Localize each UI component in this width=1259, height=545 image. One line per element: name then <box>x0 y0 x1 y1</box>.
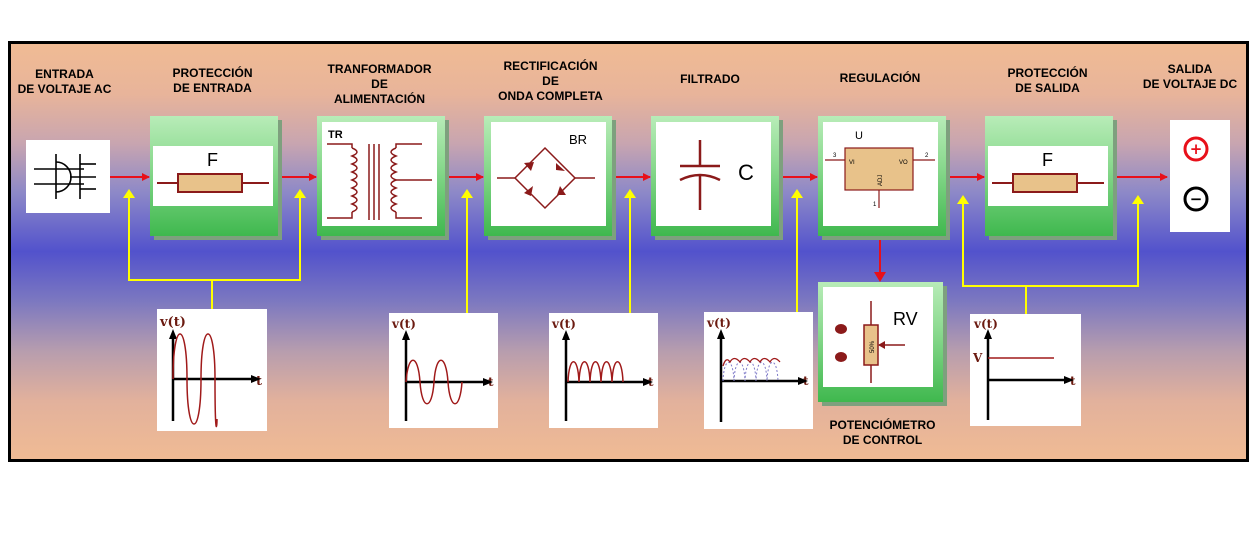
potentiometer-label: RV <box>893 309 918 329</box>
waveform-transformer: v(t) t <box>389 313 498 428</box>
wf-dc-level: V <box>972 351 983 365</box>
wf-filt-ylabel: v(t) <box>706 316 731 330</box>
ac-input-plug <box>26 140 110 213</box>
fuse-out-icon: F <box>992 150 1104 193</box>
waveform-rectified: v(t) t <box>549 313 658 428</box>
filter-block: C <box>651 116 779 236</box>
ac-plug-icon <box>34 154 96 199</box>
fuse-label: F <box>207 150 218 170</box>
potentiometer-block: RV 50% <box>818 282 943 402</box>
input-protection-block: F <box>150 116 278 236</box>
label-output-protection: PROTECCIÓN DE SALIDA <box>1007 66 1088 95</box>
negative-terminal-icon <box>1183 186 1209 212</box>
capacitor-icon: C <box>679 140 754 210</box>
label-input: ENTRADA DE VOLTAJE AC <box>17 67 112 96</box>
transformer-label: TR <box>328 129 343 141</box>
wf-dc-ylabel: v(t) <box>973 317 998 331</box>
fuse-out-label: F <box>1042 150 1053 170</box>
bridge-rectifier-icon: BR <box>497 132 595 210</box>
feedback-output <box>962 202 1139 287</box>
reg-pin-adj: ADJ <box>878 175 884 186</box>
waveform-dc: v(t) t V <box>970 314 1081 426</box>
pot-value: 50% <box>870 340 876 353</box>
label-regulation: REGULACIÓN <box>839 71 921 85</box>
label-output: SALIDA DE VOLTAJE DC <box>1142 62 1238 91</box>
label-transformer: TRANFORMADOR DE ALIMENTACIÓN <box>327 62 432 106</box>
regulator-label: U <box>855 130 863 142</box>
regulation-block: U VI VO 3 2 1 ADJ <box>818 116 946 236</box>
output-protection-block: F <box>985 116 1113 236</box>
transformer-block: TR <box>317 116 445 236</box>
label-potentiometer: POTENCIÓMETRO DE CONTROL <box>829 418 936 447</box>
reg-pin-1: 1 <box>873 202 877 208</box>
rectifier-block: BR <box>484 116 612 236</box>
negative-terminal-label: − <box>1190 190 1203 208</box>
wf-ac-ylabel: v(t) <box>159 315 186 330</box>
bridge-label: BR <box>569 132 587 147</box>
wf-rect-ylabel: v(t) <box>551 317 576 331</box>
label-filter: FILTRADO <box>680 72 740 86</box>
dc-output-terminals: + − <box>1170 120 1230 232</box>
wf-dc-xlabel: t <box>1070 374 1076 388</box>
transformer-icon: TR <box>327 129 432 220</box>
potentiometer-icon: RV 50% <box>835 301 918 383</box>
waveform-filtered: v(t) t <box>704 312 813 429</box>
feedback-input <box>128 196 301 281</box>
fuse-icon: F <box>157 150 269 193</box>
reg-pin-vi: VI <box>849 160 855 166</box>
label-input-protection: PROTECCIÓN DE ENTRADA <box>172 66 253 95</box>
reg-pin-2: 2 <box>925 153 929 159</box>
wf-ac-xlabel: t <box>256 374 262 389</box>
positive-terminal-label: + <box>1190 140 1203 158</box>
positive-terminal-icon <box>1183 136 1209 162</box>
reg-pin-vo: VO <box>899 160 908 166</box>
reg-pin-3: 3 <box>833 153 837 159</box>
capacitor-label: C <box>738 160 754 185</box>
regulator-icon: U VI VO 3 2 1 ADJ <box>825 130 935 208</box>
waveform-ac: v(t) t <box>157 309 267 431</box>
label-rectification: RECTIFICACIÓN DE ONDA COMPLETA <box>498 59 603 103</box>
wf-tr-ylabel: v(t) <box>391 317 416 331</box>
